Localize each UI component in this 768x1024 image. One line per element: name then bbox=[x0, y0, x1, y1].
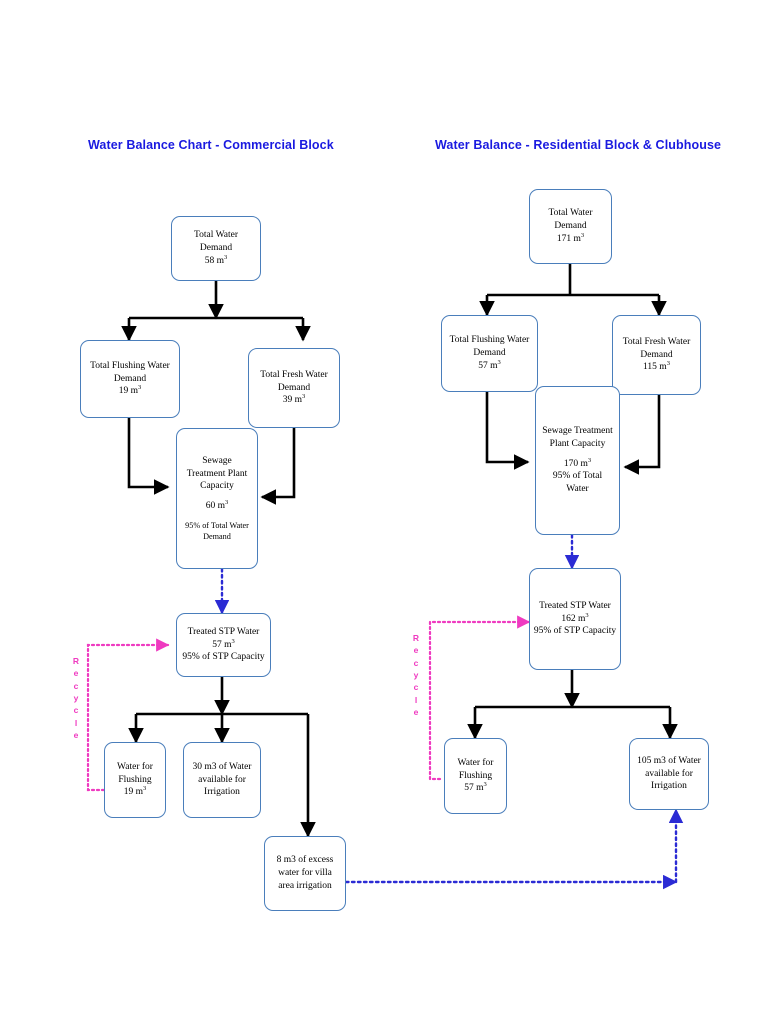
left-irr-line1: 30 m3 of Water bbox=[192, 761, 252, 772]
left-total-demand-line2: Demand bbox=[199, 243, 233, 254]
right-fresh-line1: Total Fresh Water bbox=[622, 336, 691, 347]
right-wf-line1: Water for bbox=[457, 757, 494, 768]
right-flushing-line1: Total Flushing Water bbox=[449, 335, 530, 346]
right-chart-title: Water Balance - Residential Block & Club… bbox=[435, 138, 722, 152]
left-flushing-value: 19 m3 bbox=[118, 384, 142, 397]
right-recycle-letter-0: R bbox=[412, 633, 420, 643]
right-node-treated-stp-water: Treated STP Water 162 m3 95% of STP Capa… bbox=[529, 568, 621, 670]
right-stp-value: 170 m3 bbox=[563, 456, 592, 469]
left-wf-value: 19 m3 bbox=[123, 785, 147, 798]
right-stp-pct2: Water bbox=[566, 484, 589, 495]
right-flushing-value: 57 m3 bbox=[478, 358, 501, 371]
right-node-total-water-demand: Total Water Demand 171 m3 bbox=[529, 189, 612, 264]
left-node-excess-water-villa-irrigation: 8 m3 of excess water for villa area irri… bbox=[264, 836, 346, 911]
left-node-total-fresh-water-demand: Total Fresh Water Demand 39 m3 bbox=[248, 348, 340, 428]
left-fresh-line2: Demand bbox=[277, 382, 311, 393]
excess-to-irrigation-arrow bbox=[344, 808, 684, 890]
left-wf-line2: Flushing bbox=[118, 774, 152, 785]
left-irr-line3: Irrigation bbox=[204, 787, 240, 798]
left-node-sewage-treatment-plant-capacity: Sewage Treatment Plant Capacity 60 m3 95… bbox=[176, 428, 258, 569]
left-treated-value: 57 m3 bbox=[212, 637, 235, 650]
right-stp-line1: Sewage Treatment bbox=[542, 425, 613, 436]
right-wf-line2: Flushing bbox=[458, 770, 493, 781]
left-fresh-value: 39 m3 bbox=[282, 393, 306, 406]
left-stp-line1: Sewage bbox=[202, 455, 232, 466]
right-irr-line3: Irrigation bbox=[651, 781, 687, 792]
right-treated-line1: Treated STP Water bbox=[539, 600, 611, 611]
right-wf-value: 57 m3 bbox=[464, 781, 487, 794]
left-recycle-letter-3: y bbox=[73, 692, 79, 703]
left-node-water-for-flushing: Water for Flushing 19 m3 bbox=[104, 742, 166, 818]
right-recycle-letter-5: l bbox=[414, 694, 418, 705]
right-stp-pct: 95% of Total bbox=[552, 471, 603, 482]
right-recycle-letter-4: c bbox=[413, 682, 419, 693]
right-irr-line2: available for bbox=[645, 768, 693, 779]
left-recycle-letter-1: e bbox=[73, 668, 79, 679]
right-recycle-letter-6: e bbox=[413, 706, 419, 717]
right-fresh-line2: Demand bbox=[640, 349, 673, 360]
left-recycle-letter-0: R bbox=[72, 656, 80, 666]
left-stp-pct2: Demand bbox=[203, 532, 231, 542]
left-excess-line1: 8 m3 of excess bbox=[276, 855, 334, 866]
right-stp-line2: Plant Capacity bbox=[549, 438, 606, 449]
right-recycle-letter-3: y bbox=[413, 669, 419, 680]
left-stp-line3: Capacity bbox=[200, 481, 234, 492]
left-recycle-letter-5: l bbox=[74, 717, 78, 728]
right-fresh-value: 115 m3 bbox=[643, 360, 670, 373]
left-node-water-available-for-irrigation: 30 m3 of Water available for Irrigation bbox=[183, 742, 261, 818]
right-irr-line1: 105 m3 of Water bbox=[637, 755, 701, 766]
left-recycle-label: R e c y c l e bbox=[69, 655, 83, 741]
right-flushing-line2: Demand bbox=[473, 348, 506, 359]
left-node-total-flushing-water-demand: Total Flushing Water Demand 19 m3 bbox=[80, 340, 180, 418]
left-total-demand-value: 58 m3 bbox=[204, 253, 228, 266]
right-recycle-letter-1: e bbox=[413, 645, 419, 656]
left-irr-line2: available for bbox=[198, 774, 246, 785]
right-node-sewage-treatment-plant-capacity: Sewage Treatment Plant Capacity 170 m3 9… bbox=[535, 386, 620, 535]
right-total-demand-value: 171 m3 bbox=[556, 231, 585, 244]
left-wf-line1: Water for bbox=[117, 761, 153, 772]
left-stp-pct: 95% of Total Water bbox=[185, 521, 249, 531]
right-node-total-flushing-water-demand: Total Flushing Water Demand 57 m3 bbox=[441, 315, 538, 392]
left-recycle-letter-6: e bbox=[73, 729, 79, 740]
left-recycle-letter-4: c bbox=[73, 705, 79, 716]
right-node-water-available-for-irrigation: 105 m3 of Water available for Irrigation bbox=[629, 738, 709, 810]
left-excess-line3: area irrigation bbox=[278, 880, 332, 891]
left-treated-line1: Treated STP Water bbox=[187, 626, 260, 637]
right-total-demand-line1: Total Water bbox=[548, 208, 593, 219]
left-total-demand-line1: Total Water bbox=[193, 230, 239, 241]
left-flushing-line1: Total Flushing Water bbox=[90, 360, 170, 371]
left-recycle-letter-2: c bbox=[73, 680, 79, 691]
left-stp-value: 60 m3 bbox=[205, 499, 229, 512]
right-node-water-for-flushing: Water for Flushing 57 m3 bbox=[444, 738, 507, 814]
left-treated-pct: 95% of STP Capacity bbox=[182, 652, 265, 663]
left-chart-title: Water Balance Chart - Commercial Block bbox=[88, 138, 334, 152]
left-flushing-line2: Demand bbox=[113, 373, 147, 384]
right-node-total-fresh-water-demand: Total Fresh Water Demand 115 m3 bbox=[612, 315, 701, 395]
left-stp-line2: Treatment Plant bbox=[186, 468, 248, 479]
right-treated-pct: 95% of STP Capacity bbox=[533, 626, 617, 637]
right-treated-value: 162 m3 bbox=[561, 611, 589, 624]
left-excess-line2: water for villa bbox=[278, 868, 332, 879]
left-fresh-line1: Total Fresh Water bbox=[260, 369, 328, 380]
left-node-total-water-demand: Total Water Demand 58 m3 bbox=[171, 216, 261, 281]
right-total-demand-line2: Demand bbox=[554, 221, 587, 232]
right-recycle-letter-2: c bbox=[413, 657, 419, 668]
left-node-treated-stp-water: Treated STP Water 57 m3 95% of STP Capac… bbox=[176, 613, 271, 677]
right-recycle-label: R e c y c l e bbox=[409, 632, 423, 718]
